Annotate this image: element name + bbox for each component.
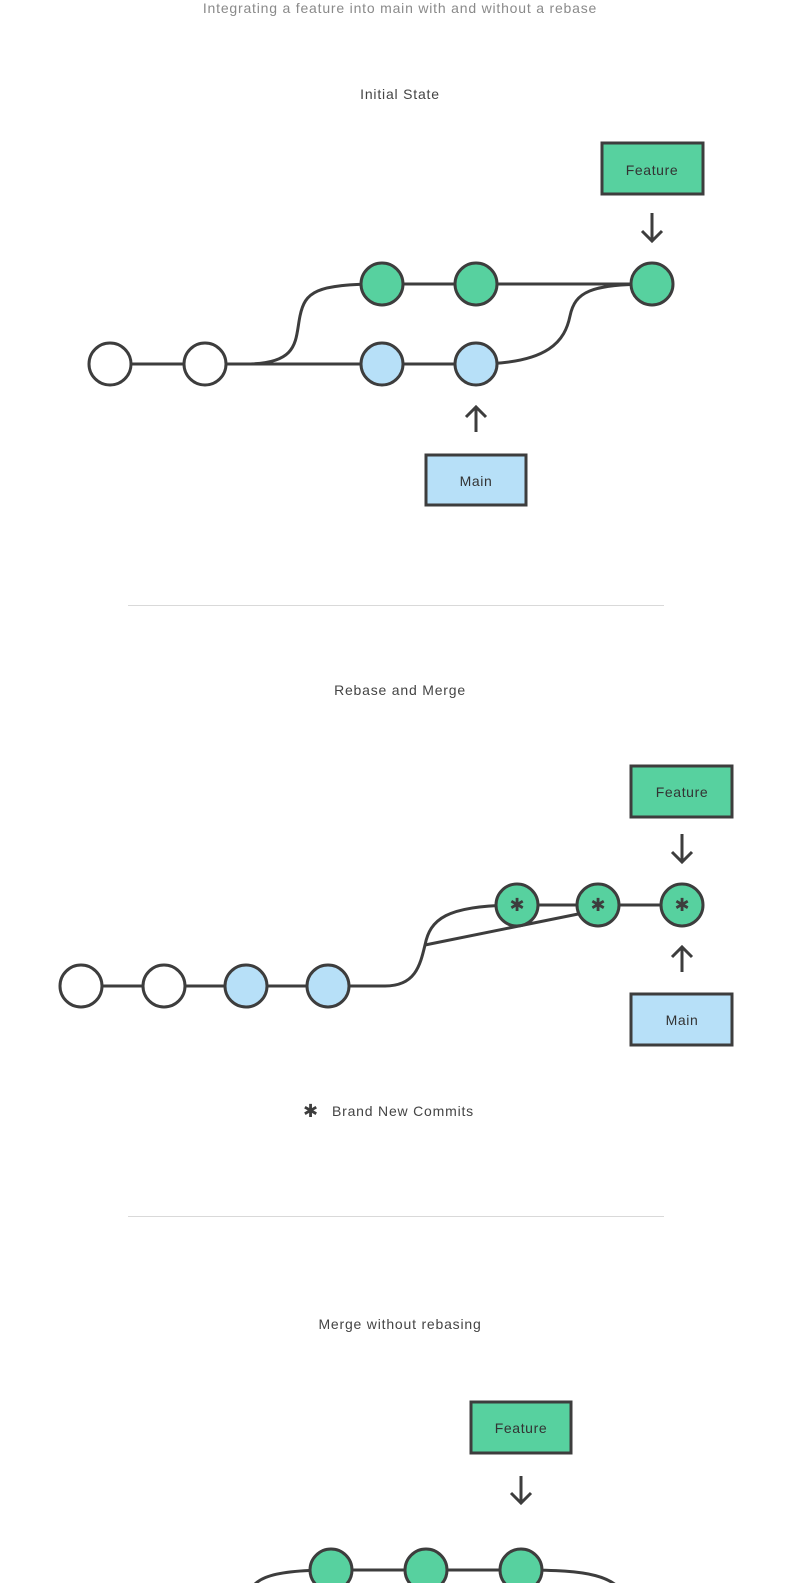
section-divider xyxy=(128,605,664,606)
legend-text: Brand New Commits xyxy=(332,1103,474,1119)
commit-node xyxy=(58,963,104,1009)
feature-commit-node xyxy=(453,261,499,307)
commit-node xyxy=(141,963,187,1009)
main-pointer-head xyxy=(670,944,694,959)
commit-node xyxy=(182,341,228,387)
asterisk-icon: ✱ xyxy=(590,895,605,916)
merge-line xyxy=(424,908,599,947)
main-branch-label: Main xyxy=(666,1012,699,1028)
new-commit-node xyxy=(494,882,540,928)
feature-branch-box xyxy=(629,764,734,819)
rebased-feature-line xyxy=(384,903,682,988)
main-branch-label: Main xyxy=(460,473,493,489)
main-commit-node xyxy=(453,341,499,387)
feature-branch-box xyxy=(600,141,705,196)
main-to-feature-line xyxy=(475,282,653,366)
feature-branch-label: Feature xyxy=(495,1420,547,1436)
feature-commit-node xyxy=(403,1547,449,1583)
main-commit-node xyxy=(359,341,405,387)
feature-branch-line xyxy=(245,282,652,366)
commit-node xyxy=(87,341,133,387)
new-commit-node xyxy=(575,882,621,928)
feature-commit-node xyxy=(359,261,405,307)
svg-text:✱: ✱ xyxy=(303,1101,319,1122)
feature-branch-box xyxy=(469,1400,573,1455)
main-branch-box xyxy=(424,453,528,507)
asterisk-icon: ✱ xyxy=(674,895,689,916)
new-commit-node xyxy=(659,882,705,928)
feature-commit-node xyxy=(629,261,675,307)
feature-branch-label: Feature xyxy=(626,162,678,178)
asterisk-icon: ✱ xyxy=(303,1101,319,1122)
legend: ✱ Brand New Commits xyxy=(300,1100,474,1122)
merge-without-rebasing-diagram: Feature xyxy=(254,1400,616,1583)
feature-commit-node xyxy=(498,1547,544,1583)
feature-pointer-head xyxy=(670,850,694,865)
main-branch-box xyxy=(629,992,734,1047)
feature-pointer-head xyxy=(509,1491,533,1506)
feature-branch-label: Feature xyxy=(656,784,708,800)
main-pointer-head xyxy=(464,404,488,419)
rebase-and-merge-diagram: ✱ ✱ ✱ Feature Main xyxy=(58,764,734,1047)
asterisk-icon: ✱ xyxy=(509,895,524,916)
page-caption: Integrating a feature into main with and… xyxy=(202,0,598,16)
feature-pointer-head xyxy=(640,229,664,244)
initial-state-diagram: Feature Main xyxy=(87,141,705,507)
section-title-merge-without-rebasing: Merge without rebasing xyxy=(318,1316,482,1332)
section-divider xyxy=(128,1216,664,1217)
main-commit-node xyxy=(223,963,269,1009)
feature-commit-node xyxy=(308,1547,354,1583)
section-title-rebase-and-merge: Rebase and Merge xyxy=(334,682,466,698)
section-title-initial-state: Initial State xyxy=(360,86,440,102)
main-commit-node xyxy=(305,963,351,1009)
